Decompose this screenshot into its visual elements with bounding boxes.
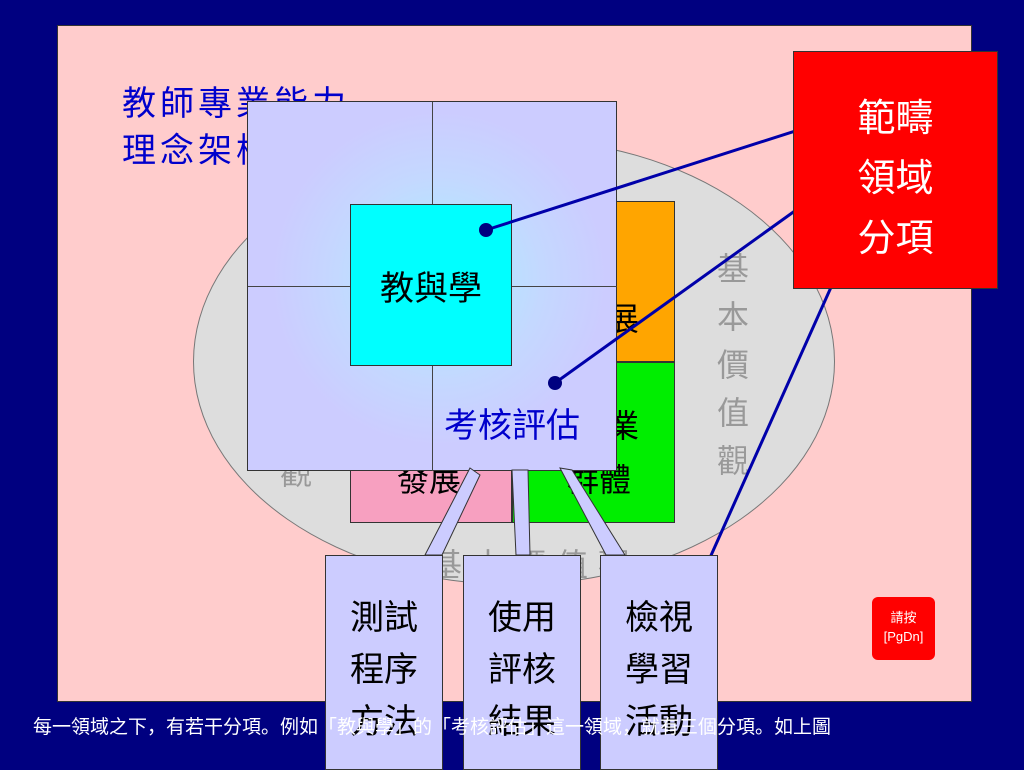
sub-item-line: 學習 (625, 650, 693, 690)
sub-item-line: 測試 (350, 598, 418, 638)
sub-item-line: 結果 (488, 702, 556, 742)
sub-item-line: 活動 (625, 702, 693, 742)
ellipse-char: 值 (716, 394, 749, 432)
sub-item-box-3: 檢視 學習 活動 (600, 555, 718, 770)
next-page-button-line2: [PgDn] (883, 629, 924, 644)
caption-text: 每一領域之下，有若干分項。例如「教與學」的「考核評估」這一領域，就有三個分項。如… (33, 716, 832, 738)
sub-item-line: 程序 (350, 650, 418, 690)
legend-line: 領域 (857, 156, 934, 200)
connector-line-1 (485, 116, 837, 232)
legend-line: 範疇 (857, 96, 934, 140)
legend-line: 分項 (857, 216, 934, 260)
ellipse-char: 本 (716, 298, 749, 336)
ellipse-vertical-text: 基 本 價 值 觀 (713, 245, 753, 485)
connector-line-2 (554, 178, 839, 385)
sub-item-line: 使用 (488, 598, 556, 638)
ellipse-char: 價 (716, 346, 749, 384)
leg-left (424, 467, 481, 556)
cube-grid-line (512, 286, 617, 287)
next-page-button-line1: 請按 (890, 610, 917, 625)
sub-item-box-2: 使用 評核 結果 (463, 555, 581, 770)
leg-middle (511, 469, 531, 556)
ellipse-char: 觀 (716, 442, 749, 480)
title-line-2: 理念架構 (122, 131, 274, 171)
sub-item-line: 檢視 (625, 598, 693, 638)
cube-grid-line (248, 286, 351, 287)
connector-dot-1 (479, 223, 493, 237)
sub-item-line: 方法 (350, 702, 418, 742)
connector-dot-2 (548, 376, 562, 390)
connector-line-3 (698, 255, 847, 581)
sub-item-box-1: 測試 程序 方法 (325, 555, 443, 770)
leg-right (559, 467, 626, 556)
cube-grid-line (432, 102, 433, 205)
sub-item-line: 評核 (488, 650, 556, 690)
domain-legend-box: 範疇 領域 分項 (793, 51, 998, 289)
cube-grid-line (432, 366, 433, 471)
assessment-label: 考核評估 (444, 406, 580, 446)
next-page-button[interactable]: 請按 [PgDn] (872, 597, 935, 660)
